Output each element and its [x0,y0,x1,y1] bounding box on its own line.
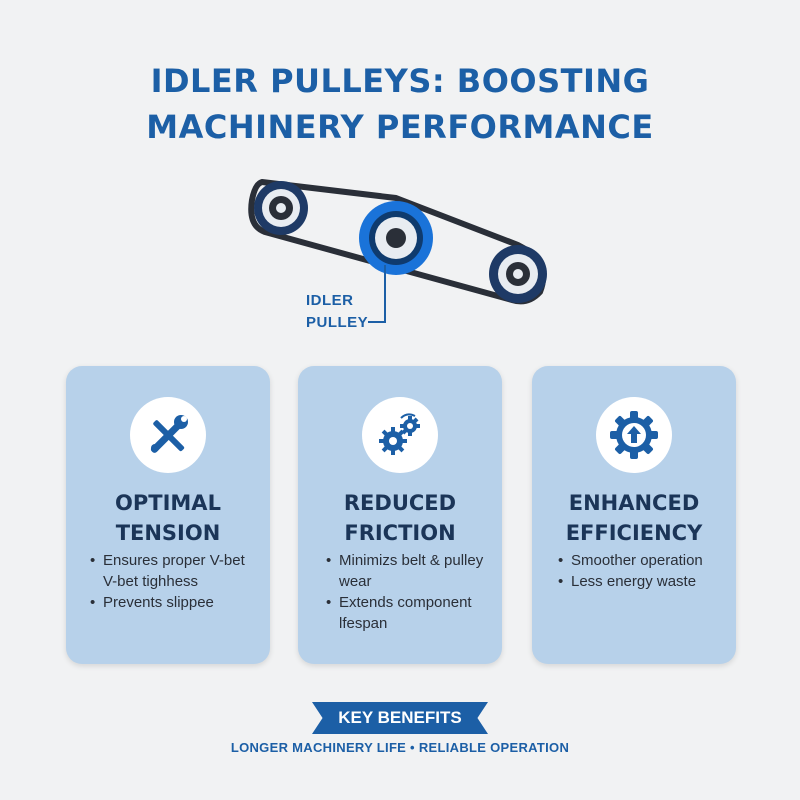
list-item: Minimizs belt & pulley wear [326,550,496,592]
card-bullets: Smoother operation Less energy waste [558,550,728,592]
list-item: Prevents slippee [90,592,260,613]
gear-arrow-up-icon [596,397,672,473]
pulley-diagram [248,179,547,323]
idler-pulley-label: IDLER PULLEY [306,290,368,334]
callout-line-1: IDLER [306,292,354,309]
card-bullets: Minimizs belt & pulley wear Extends comp… [326,550,496,634]
card-title-line-2: TENSION [115,521,221,545]
card-title: REDUCED FRICTION [298,488,502,548]
wrench-screwdriver-icon [130,397,206,473]
card-reduced-friction: REDUCED FRICTION Minimizs belt & pulley … [298,366,502,664]
callout-leader [368,265,386,323]
list-item: Smoother operation [558,550,728,571]
card-title-line-1: ENHANCED [568,491,700,515]
idler-pulley [359,201,433,275]
card-title: ENHANCED EFFICIENCY [532,488,736,548]
card-title-line-1: REDUCED [343,491,457,515]
gears-icon [362,397,438,473]
card-bullets: Ensures proper V-bet V-bet tighhess Prev… [90,550,260,613]
title-line-1: IDLER PULLEYS: BOOSTING [150,62,650,100]
footer-tagline: LONGER MACHINERY LIFE • RELIABLE OPERATI… [230,740,570,755]
card-title-line-2: EFFICIENCY [565,521,703,545]
page-title: IDLER PULLEYS: BOOSTING MACHINERY PERFOR… [0,58,800,150]
title-line-2: MACHINERY PERFORMANCE [146,108,654,146]
callout-line-2: PULLEY [306,314,369,331]
key-benefits-banner: KEY BENEFITS [312,702,488,734]
card-title-line-1: OPTIMAL [115,491,221,515]
card-title: OPTIMAL TENSION [66,488,270,548]
card-enhanced-efficiency: ENHANCED EFFICIENCY Smoother operation L… [532,366,736,664]
list-item: Ensures proper V-bet V-bet tighhess [90,550,260,592]
driven-pulley-right [489,245,547,303]
drive-pulley-left [254,181,308,235]
card-optimal-tension: OPTIMAL TENSION Ensures proper V-bet V-b… [66,366,270,664]
card-title-line-2: FRICTION [344,521,456,545]
list-item: Extends component lfespan [326,592,496,634]
list-item: Less energy waste [558,571,728,592]
